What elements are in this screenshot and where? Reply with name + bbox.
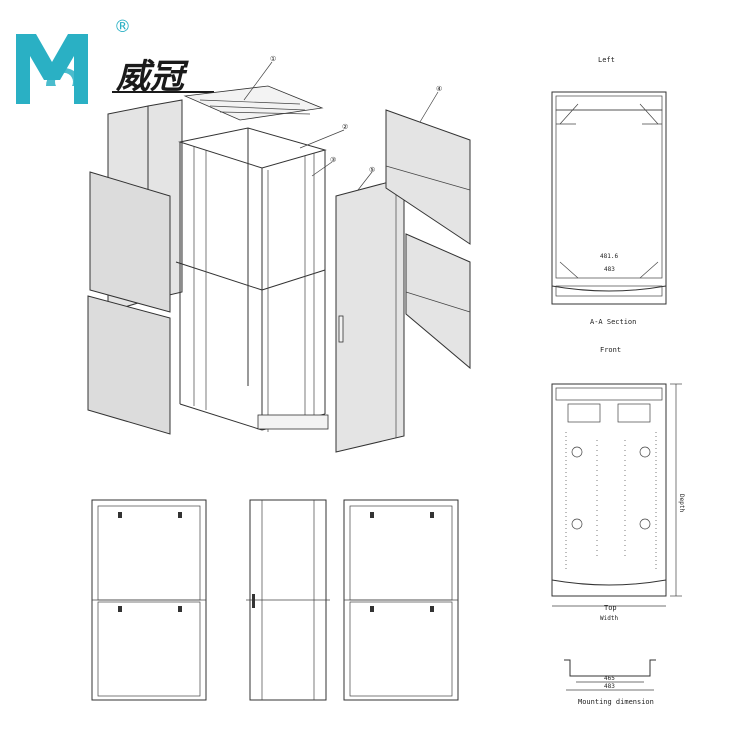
mounting-dim-inner: 465	[604, 675, 615, 682]
left-view-title: Left	[598, 56, 615, 64]
brand-logo: ® 威冠	[16, 17, 214, 104]
rack-frame	[175, 127, 329, 432]
section-dim-inner: 481.6	[600, 253, 618, 260]
mounting-label: Mounting dimension	[578, 698, 654, 706]
svg-text:④: ④	[436, 85, 442, 93]
top-vent-holes	[565, 432, 657, 572]
exploded-view: ① ④ ② ③ ⑤	[87, 55, 471, 453]
elevation-side	[246, 499, 330, 701]
registered-mark: ®	[114, 17, 131, 37]
svg-text:⑤: ⑤	[369, 166, 375, 174]
callout-5: ⑤	[357, 166, 375, 191]
top-width-dim: Width	[600, 615, 618, 622]
elevation-right	[343, 499, 459, 701]
mounting-dimension: 465 483 Mounting dimension	[564, 659, 656, 706]
callout-3: ③	[311, 156, 336, 177]
top-depth-dim: Depth	[678, 494, 685, 512]
side-panel-left-lower	[87, 295, 171, 435]
callout-1: ①	[243, 55, 276, 101]
section-view: Left 481.6 483 A-A Section	[551, 56, 667, 326]
front-view-title: Front	[600, 346, 621, 354]
logo-mark-icon	[16, 34, 88, 104]
side-panel-left-upper	[89, 171, 171, 313]
front-door	[335, 177, 405, 453]
svg-text:①: ①	[270, 55, 276, 63]
section-label: A-A Section	[590, 318, 636, 326]
svg-text:②: ②	[342, 123, 348, 131]
svg-text:③: ③	[330, 156, 336, 164]
side-panel-right-upper	[385, 109, 471, 245]
side-panel-right-lower	[405, 233, 471, 370]
top-view: Front Depth Top Width	[551, 346, 685, 622]
door-handle	[338, 315, 344, 343]
callout-2: ②	[299, 123, 348, 149]
section-dim-outer: 483	[604, 266, 615, 273]
top-panel-perforation	[199, 99, 311, 115]
top-view-title: Top	[604, 604, 617, 612]
elevation-left	[91, 499, 207, 701]
callout-4: ④	[419, 85, 442, 123]
mounting-dim-outer: 483	[604, 683, 615, 690]
brand-name: 威冠	[115, 57, 189, 97]
